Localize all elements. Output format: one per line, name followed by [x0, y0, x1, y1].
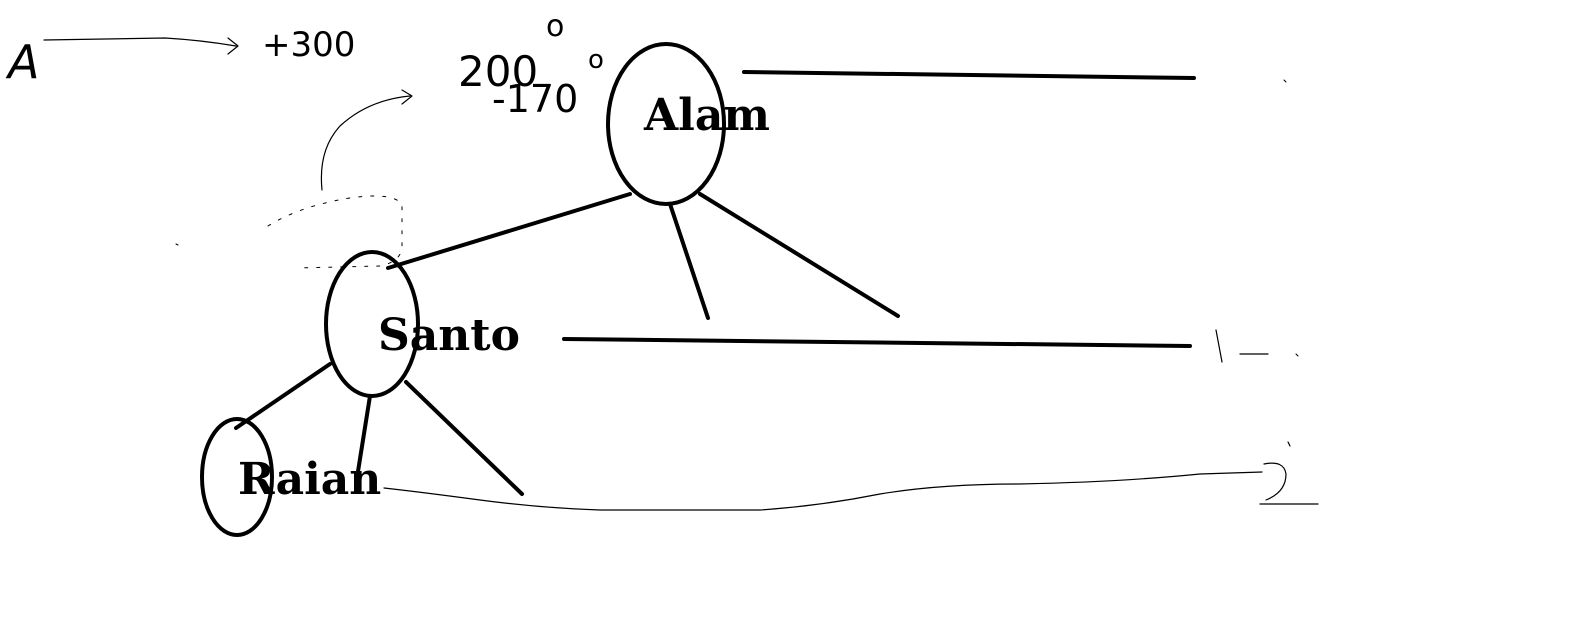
- node-santo-label: Santo: [378, 310, 520, 361]
- edge-alam-santo: [386, 192, 632, 270]
- level-line-bottom: [383, 471, 1263, 511]
- faint-bracket-scribble: [267, 195, 403, 269]
- annotation-letter: A: [5, 35, 39, 89]
- handwritten-angle-notes: 200 o -170 o: [458, 9, 604, 121]
- annotation-angle: 200: [458, 47, 538, 96]
- edge-santo-child-2: [354, 394, 372, 486]
- curved-arrow: [320, 89, 413, 191]
- annotation-offset-degree: o: [588, 45, 604, 75]
- node-santo: Santo: [324, 250, 520, 398]
- node-raian: Raian: [200, 417, 381, 537]
- level-line-middle: [562, 337, 1192, 348]
- level-line-top: [742, 70, 1196, 80]
- edge-santo-raian: [234, 362, 332, 430]
- edge-alam-child-2: [668, 202, 710, 320]
- node-raian-circle: [200, 417, 274, 537]
- annotation-angle-degree: o: [546, 9, 564, 44]
- annotation-offset: -170: [492, 77, 578, 121]
- edge-alam-child-3: [698, 192, 900, 318]
- annotation-arrow: [43, 37, 237, 47]
- annotation-arrowhead: [227, 37, 239, 55]
- node-alam: Alam: [606, 42, 770, 206]
- edge-santo-child-3: [404, 380, 524, 496]
- node-alam-circle: [606, 42, 726, 206]
- node-alam-label: Alam: [643, 90, 770, 141]
- right-edge-scribbles: [175, 79, 1319, 505]
- node-raian-label: Raian: [238, 454, 381, 505]
- annotation-value: +300: [262, 25, 355, 65]
- handwritten-annotation-top-left: A +300: [5, 25, 355, 89]
